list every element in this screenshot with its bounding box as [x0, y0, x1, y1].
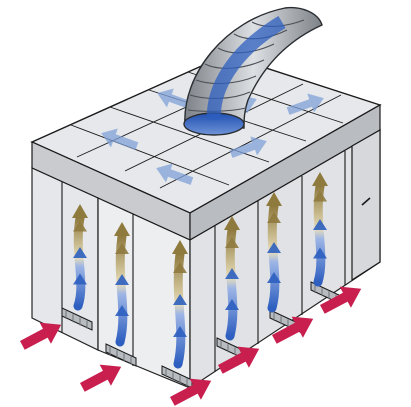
end-cap-right — [352, 130, 380, 280]
red-arrow-icon — [77, 356, 127, 398]
intake-arrow — [77, 356, 127, 398]
